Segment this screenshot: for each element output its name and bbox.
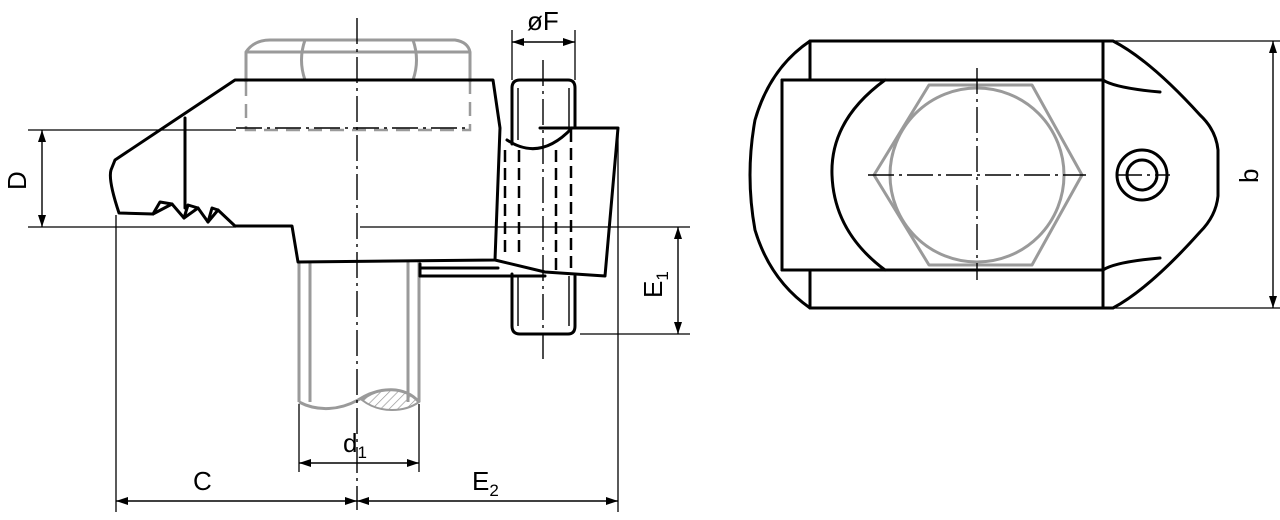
slot bbox=[780, 78, 1105, 272]
dimension-D: D bbox=[2, 129, 236, 228]
dimension-label-dF: øF bbox=[527, 6, 559, 36]
threaded-stud bbox=[297, 262, 421, 411]
hex-nut bbox=[244, 38, 472, 132]
side-view: øF D E1 d1 C bbox=[2, 6, 690, 512]
dimension-label-b: b bbox=[1234, 169, 1264, 183]
dimension-dF: øF bbox=[511, 6, 576, 80]
dimension-b: b bbox=[1113, 40, 1280, 309]
stud-section-hatch bbox=[360, 388, 421, 411]
dimension-E1: E1 bbox=[360, 226, 690, 335]
top-view: b bbox=[748, 39, 1280, 310]
dimension-C: C bbox=[115, 215, 357, 512]
dimension-d1: d1 bbox=[298, 404, 420, 472]
dimension-label-C: C bbox=[193, 466, 212, 496]
dimension-label-E1: E1 bbox=[638, 271, 672, 298]
dimension-label-d1: d1 bbox=[343, 428, 367, 462]
adjusting-screw bbox=[503, 78, 577, 336]
dimension-label-D: D bbox=[2, 171, 32, 190]
clamp-body bbox=[108, 78, 502, 264]
top-view-outline bbox=[748, 39, 1220, 310]
dimension-E2: E2 bbox=[357, 130, 619, 512]
dimension-label-E2: E2 bbox=[472, 466, 499, 500]
